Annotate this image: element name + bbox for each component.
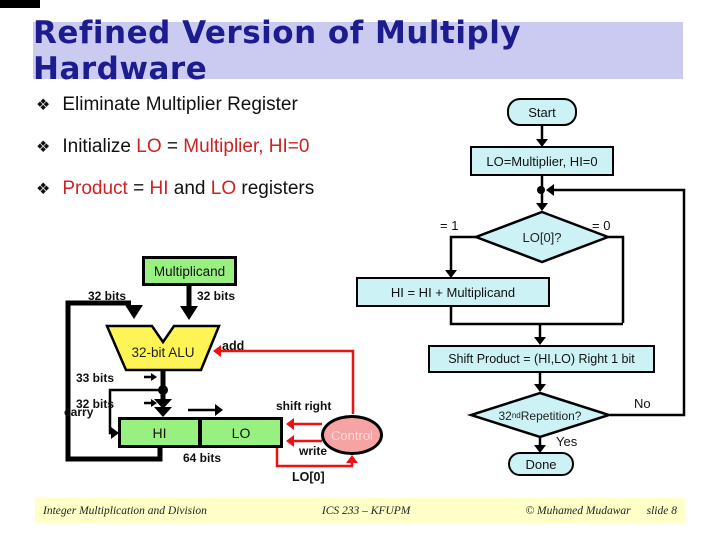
alu-label: 32-bit ALU	[131, 344, 195, 360]
control-arrowheads	[213, 345, 358, 463]
title-band: Refined Version of Multiply Hardware	[33, 15, 683, 87]
bullet-diamond-icon: ❖	[36, 181, 51, 198]
text-segment: =	[127, 178, 150, 199]
text-segment: Product	[62, 178, 128, 199]
text-segment: LO	[136, 136, 162, 157]
decision-diamond	[472, 210, 612, 264]
bullet-eliminate: ❖ Eliminate Multiplier Register	[36, 94, 298, 116]
branch-eq1-label: = 1	[440, 218, 459, 233]
yes-label: Yes	[556, 434, 578, 449]
corner-mark	[0, 0, 40, 8]
repetition-diamond	[466, 391, 614, 439]
flow-done-node: Done	[508, 452, 574, 476]
text-segment: Multiplier, HI=0	[183, 136, 310, 157]
bits64-label: 64 bits	[182, 451, 221, 465]
carry-label: carry	[64, 405, 94, 419]
footer-copyright: © Muhamed Mudawar	[525, 504, 631, 517]
footer-band: Integer Multiplication and Division ICS …	[35, 498, 685, 523]
control-wires	[220, 349, 355, 468]
hi-register: HI	[118, 417, 201, 448]
flow-shift-box: Shift Product = (HI,LO) Right 1 bit	[428, 345, 655, 373]
alu-shape	[105, 324, 221, 372]
flowchart-arrowheads	[445, 139, 554, 453]
control-unit: Control	[321, 415, 383, 455]
flow-start-node: Start	[507, 98, 577, 126]
bits32-right-label: 32 bits	[197, 289, 236, 303]
flowchart-lines	[449, 125, 686, 448]
bullet-text: Eliminate Multiplier Register	[62, 94, 298, 115]
datapath-arrowheads	[111, 305, 223, 439]
flow-init-box: LO=Multiplier, HI=0	[470, 146, 614, 176]
superscript: nd	[511, 411, 521, 420]
flow-add-box: HI = HI + Multiplicand	[356, 277, 550, 307]
add-signal-label: add	[222, 339, 245, 353]
footer-slide-number: slide 8	[646, 504, 677, 517]
shift-right-signal-label: shift right	[276, 399, 332, 413]
write-signal-label: write	[299, 444, 328, 458]
text-segment: Repetition?	[520, 408, 582, 423]
bullet-diamond-icon: ❖	[36, 139, 51, 156]
text-segment: HI	[149, 178, 169, 199]
footer-course: Integer Multiplication and Division	[43, 504, 207, 517]
branch-eq0-label: = 0	[592, 218, 611, 233]
bullet-text: Product = HI and LO registers	[62, 178, 314, 200]
bits32-mid-label: 32 bits	[76, 397, 115, 411]
decision-label: LO[0]?	[522, 229, 562, 245]
bullet-initialize: ❖ Initialize LO = Multiplier, HI=0	[36, 136, 309, 158]
bits33-label: 33 bits	[76, 371, 115, 385]
text-segment: LO	[210, 178, 237, 199]
junction-dot	[537, 186, 545, 194]
bits32-left-label: 32 bits	[88, 289, 127, 303]
multiplicand-register: Multiplicand	[142, 256, 237, 286]
lo0-signal-label: LO[0]	[292, 470, 325, 484]
text-segment: Initialize	[62, 136, 137, 157]
bullet-product: ❖ Product = HI and LO registers	[36, 178, 314, 200]
bullet-text: Initialize LO = Multiplier, HI=0	[62, 136, 309, 158]
page-title: Refined Version of Multiply Hardware	[33, 14, 522, 87]
no-label: No	[634, 396, 651, 411]
text-segment: 32	[498, 408, 512, 423]
text-segment: =	[161, 136, 184, 157]
footer-right: © Muhamed Mudawar slide 8	[525, 505, 677, 517]
text-segment: and	[168, 178, 211, 199]
text-segment: registers	[236, 178, 315, 199]
bullet-diamond-icon: ❖	[36, 97, 51, 114]
footer-center: ICS 233 – KFUPM	[321, 504, 411, 517]
alu-output-junction-dot	[158, 385, 168, 395]
lo-register: LO	[199, 417, 283, 448]
